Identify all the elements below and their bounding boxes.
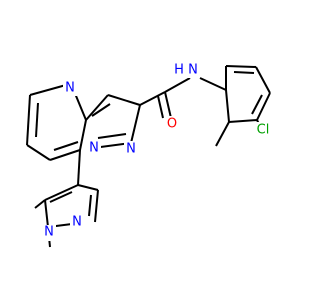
molecule-structure: N N N O N H Cl N N <box>26 62 274 248</box>
pyrimidine-nitrogen-label: N <box>65 81 75 96</box>
amide-hydrogen-label: H <box>174 63 184 78</box>
methylpyrazole-nitrogen-2-label: N <box>72 215 82 230</box>
atom-labels: N N N O N H Cl N N <box>42 62 274 241</box>
pyrimidine-ring <box>26 84 87 161</box>
carboxamide-group <box>139 77 191 119</box>
molecule-canvas: N N N O N H Cl N N <box>26 62 274 248</box>
methylpyrazole-nitrogen-1-label: N <box>44 225 54 240</box>
carbonyl-oxygen-label: O <box>167 117 177 132</box>
bridge-nitrogen-label: N <box>89 141 99 156</box>
chlorine-label: Cl <box>257 123 270 138</box>
pyrazole-nitrogen-label: N <box>126 142 136 157</box>
amide-nitrogen-label: N <box>188 63 198 78</box>
